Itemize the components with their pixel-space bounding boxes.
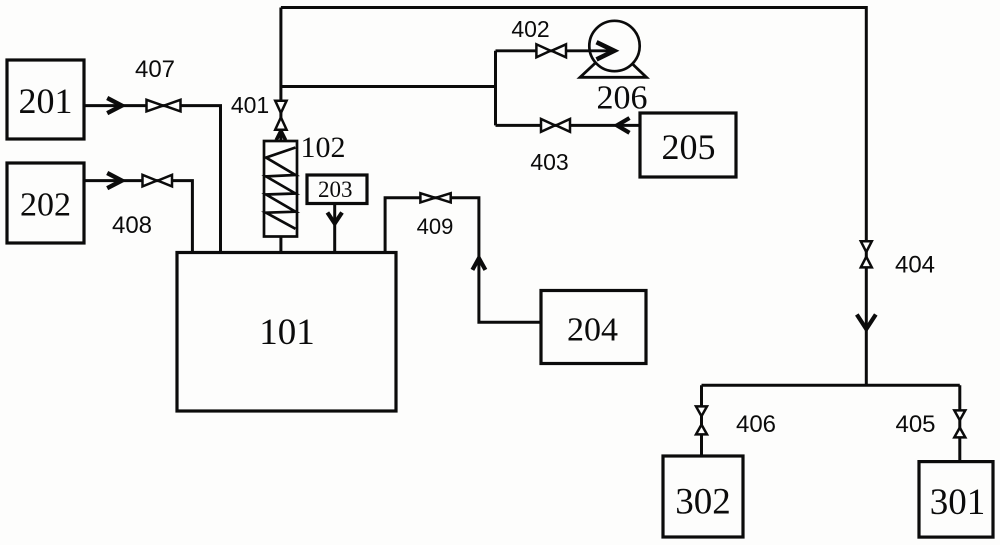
- svg-text:204: 204: [567, 312, 618, 349]
- svg-text:404: 404: [895, 252, 935, 279]
- svg-text:203: 203: [318, 177, 353, 202]
- svg-text:406: 406: [736, 411, 776, 438]
- svg-text:101: 101: [259, 312, 315, 353]
- svg-text:408: 408: [112, 212, 152, 239]
- svg-text:206: 206: [597, 80, 648, 117]
- svg-text:401: 401: [231, 92, 269, 118]
- svg-text:201: 201: [19, 81, 73, 121]
- svg-text:301: 301: [930, 482, 986, 523]
- svg-text:409: 409: [417, 214, 454, 239]
- svg-text:102: 102: [301, 131, 346, 164]
- svg-text:302: 302: [675, 482, 731, 523]
- svg-text:407: 407: [135, 56, 175, 83]
- svg-text:405: 405: [895, 411, 935, 438]
- svg-text:202: 202: [20, 187, 71, 224]
- svg-text:402: 402: [511, 16, 549, 42]
- svg-text:403: 403: [530, 149, 568, 175]
- svg-text:205: 205: [662, 127, 716, 167]
